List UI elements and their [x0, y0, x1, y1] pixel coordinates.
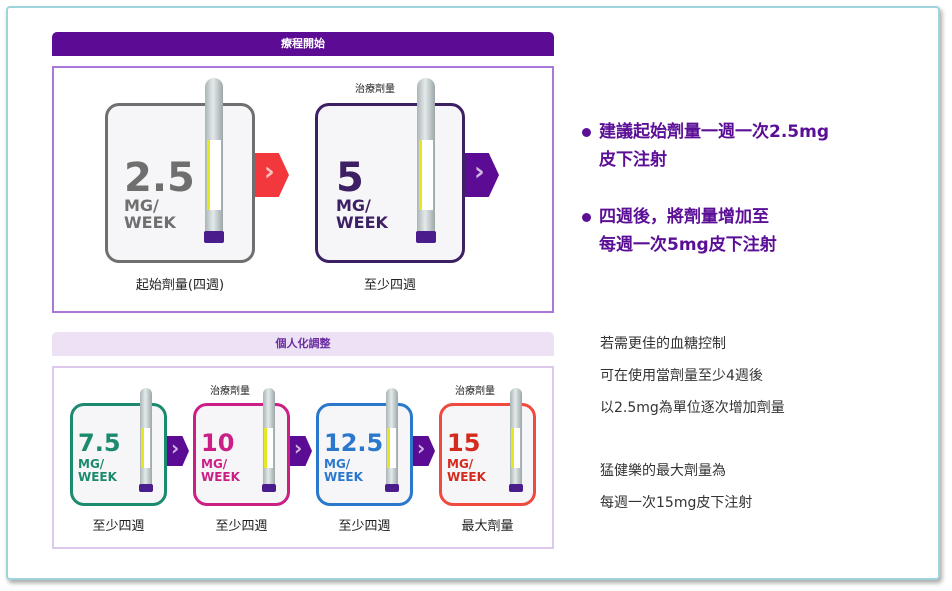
dose-unit: MG/WEEK [336, 196, 388, 232]
dose-value: 10 [201, 429, 235, 457]
bullet-icon [582, 212, 591, 222]
maintenance-dose-label: 治療劑量 [210, 386, 250, 397]
dose-unit: MG/WEEK [124, 196, 176, 232]
injection-pen-icon [416, 78, 436, 243]
dose-unit: MG/WEEK [78, 457, 117, 484]
dose-value: 15 [447, 429, 481, 457]
note-titration: 若需更佳的血糖控制可在使用當劑量至少4週後以2.5mg為單位逐次增加劑量 [600, 336, 785, 416]
start-header: 療程開始 [52, 32, 554, 56]
dose-value: 12.5 [324, 429, 384, 457]
dose-duration-label: 至少四週 [215, 519, 268, 534]
note-max-dose: 猛健樂的最大劑量為每週一次15mg皮下注射 [600, 463, 753, 511]
dose-card-5: 5 MG/WEEK [315, 103, 465, 263]
next-arrow-icon: › [290, 436, 312, 466]
dose-value: 7.5 [78, 429, 121, 457]
next-arrow-icon: › [413, 436, 435, 466]
next-arrow-icon: › [167, 436, 189, 466]
maintenance-dose-label: 治療劑量 [455, 386, 495, 397]
dose-value: 5 [336, 155, 364, 201]
injection-pen-icon [204, 78, 224, 243]
dose-unit: MG/WEEK [201, 457, 240, 484]
dose-card-2-5: 2.5 MG/WEEK [105, 103, 255, 263]
dose-duration-label: 至少四週 [92, 519, 145, 534]
dose-duration-label: 起始劑量(四週) [135, 278, 225, 293]
dose-unit: MG/WEEK [447, 457, 486, 484]
bullet-increase-dose: 四週後，將劑量增加至 每週一次5mg皮下注射 [582, 203, 777, 259]
bullet-start-dose: 建議起始劑量一週一次2.5mg 皮下注射 [582, 118, 829, 174]
personal-header: 個人化調整 [52, 332, 554, 356]
dose-duration-label: 至少四週 [338, 519, 391, 534]
dose-duration-label: 至少四週 [363, 278, 416, 293]
bullet-icon [582, 127, 591, 137]
dose-duration-label: 最大劑量 [461, 519, 514, 534]
maintenance-dose-label: 治療劑量 [355, 84, 395, 95]
dose-value: 2.5 [124, 155, 195, 201]
dose-unit: MG/WEEK [324, 457, 363, 484]
